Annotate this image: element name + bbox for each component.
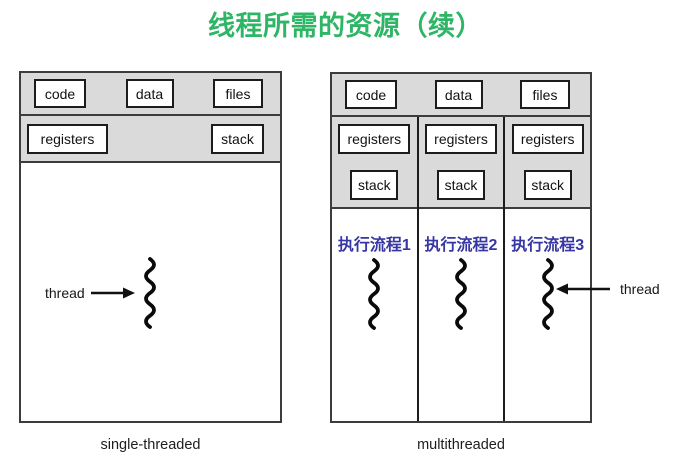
multi-shared-resources-band: code data files bbox=[332, 74, 590, 117]
single-thread-label: thread bbox=[45, 285, 85, 301]
multi-files-box: files bbox=[520, 80, 570, 109]
thread3-flow-area: 执行流程3 bbox=[505, 209, 590, 421]
single-data-box: data bbox=[125, 79, 174, 108]
thread1-flow-label: 执行流程1 bbox=[337, 237, 411, 254]
thread2-stack-box: stack bbox=[437, 170, 485, 200]
arrow-right-icon bbox=[90, 287, 135, 299]
multi-thread-label: thread bbox=[620, 281, 660, 297]
single-shared-resources-band: code data files bbox=[21, 73, 280, 116]
page-title: 线程所需的资源（续） bbox=[208, 11, 483, 41]
multi-code-box: code bbox=[345, 80, 397, 109]
thread2-registers-box: registers bbox=[425, 124, 497, 154]
single-thread-pointer: thread bbox=[45, 257, 159, 329]
multithreaded-caption: multithreaded bbox=[417, 437, 505, 453]
single-thread-resources-band: registers stack bbox=[21, 116, 280, 163]
thread2-resources: registers stack bbox=[418, 117, 504, 209]
thread-columns: registers stack 执行流程1 registers stack 执行… bbox=[332, 117, 591, 421]
thread1-resources: registers stack bbox=[332, 117, 417, 209]
thread1-registers-box: registers bbox=[338, 124, 411, 154]
thread1-flow-area: 执行流程1 bbox=[332, 209, 417, 421]
thread-squiggle-icon bbox=[541, 258, 554, 330]
arrow-left-icon bbox=[556, 283, 610, 295]
thread-squiggle-icon bbox=[455, 258, 467, 330]
thread2-flow-label: 执行流程2 bbox=[424, 237, 498, 254]
thread-column-1: registers stack 执行流程1 bbox=[332, 117, 417, 421]
thread3-stack-box: stack bbox=[523, 170, 572, 200]
single-threaded-diagram: code data files registers stack thread bbox=[19, 71, 282, 423]
single-files-box: files bbox=[213, 79, 263, 108]
thread-squiggle-icon bbox=[368, 258, 381, 330]
thread3-resources: registers stack bbox=[505, 117, 591, 209]
single-code-box: code bbox=[34, 79, 86, 108]
thread-column-3: registers stack 执行流程3 bbox=[503, 117, 591, 421]
multi-thread-pointer: thread bbox=[556, 281, 660, 297]
thread2-flow-area: 执行流程2 bbox=[419, 209, 504, 421]
single-stack-box: stack bbox=[211, 123, 264, 154]
multi-data-box: data bbox=[434, 80, 483, 109]
thread3-flow-label: 执行流程3 bbox=[511, 237, 585, 254]
thread3-registers-box: registers bbox=[511, 124, 584, 154]
single-thread-area: thread bbox=[21, 163, 280, 421]
thread1-stack-box: stack bbox=[350, 170, 399, 200]
thread-column-2: registers stack 执行流程2 bbox=[416, 117, 504, 421]
single-threaded-caption: single-threaded bbox=[100, 437, 201, 453]
single-registers-box: registers bbox=[27, 123, 108, 154]
multithreaded-diagram: code data files registers stack 执行流程1 bbox=[330, 72, 592, 423]
thread-squiggle-icon bbox=[143, 257, 156, 329]
